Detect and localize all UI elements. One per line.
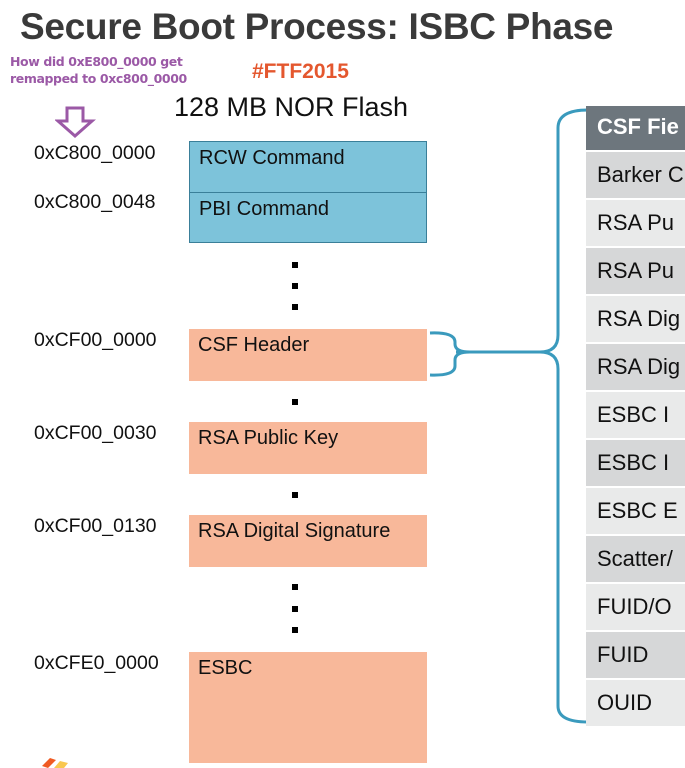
ellipsis-dot xyxy=(292,627,298,633)
table-row: ESBC I xyxy=(586,392,685,438)
question-line-1: How did 0xE800_0000 get xyxy=(10,54,183,69)
block-rsa-digital-signature: RSA Digital Signature xyxy=(189,515,427,567)
csf-header-small-bracket xyxy=(429,331,471,377)
block-label: RSA Public Key xyxy=(198,427,339,449)
table-row: RSA Pu xyxy=(586,248,685,294)
ellipsis-dot xyxy=(292,283,298,289)
ellipsis-dot xyxy=(292,262,298,268)
block-label: ESBC xyxy=(198,657,253,679)
address-rsa-public-key: 0xCF00_0030 xyxy=(34,422,157,444)
block-label: RCW Command xyxy=(199,147,345,169)
block-pbi-command: PBI Command xyxy=(189,192,427,243)
table-row: FUID/O xyxy=(586,584,685,630)
question-line-2: remapped to 0xc800_0000 xyxy=(10,71,187,86)
address-esbc: 0xCFE0_0000 xyxy=(34,652,159,674)
block-rsa-public-key: RSA Public Key xyxy=(189,422,427,474)
flash-title: 128 MB NOR Flash xyxy=(174,92,409,122)
table-row: Barker C xyxy=(586,152,685,198)
slide-title: Secure Boot Process: ISBC Phase xyxy=(20,6,614,47)
block-esbc: ESBC xyxy=(189,652,427,763)
table-row: RSA Dig xyxy=(586,344,685,390)
address-rcw: 0xC800_0000 xyxy=(34,142,156,164)
ellipsis-dot xyxy=(292,606,298,612)
address-pbi: 0xC800_0048 xyxy=(34,191,156,213)
table-header: CSF Fie xyxy=(586,106,685,150)
event-hashtag: #FTF2015 xyxy=(252,60,349,83)
table-row: RSA Pu xyxy=(586,200,685,246)
csf-fields-table: CSF Fie Barker C RSA Pu RSA Pu RSA Dig R… xyxy=(586,106,685,728)
table-row: ESBC E xyxy=(586,488,685,534)
block-csf-header: CSF Header xyxy=(189,329,427,381)
table-row: OUID xyxy=(586,680,685,726)
ellipsis-dot xyxy=(292,584,298,590)
table-row: FUID xyxy=(586,632,685,678)
address-rsa-signature: 0xCF00_0130 xyxy=(34,515,157,537)
csf-table-large-bracket xyxy=(539,108,589,724)
address-csf-header: 0xCF00_0000 xyxy=(34,329,157,351)
down-arrow-icon xyxy=(55,106,96,138)
block-label: PBI Command xyxy=(199,198,330,220)
table-row: Scatter/ xyxy=(586,536,685,582)
ellipsis-dot xyxy=(292,399,298,405)
block-label: CSF Header xyxy=(198,334,310,356)
remap-question-annotation: How did 0xE800_0000 get remapped to 0xc8… xyxy=(10,53,210,87)
block-label: RSA Digital Signature xyxy=(198,520,391,542)
ellipsis-dot xyxy=(292,304,298,310)
block-rcw-command: RCW Command xyxy=(189,141,427,193)
ellipsis-dot xyxy=(292,492,298,498)
table-row: RSA Dig xyxy=(586,296,685,342)
logo-icon xyxy=(42,758,68,768)
table-row: ESBC I xyxy=(586,440,685,486)
